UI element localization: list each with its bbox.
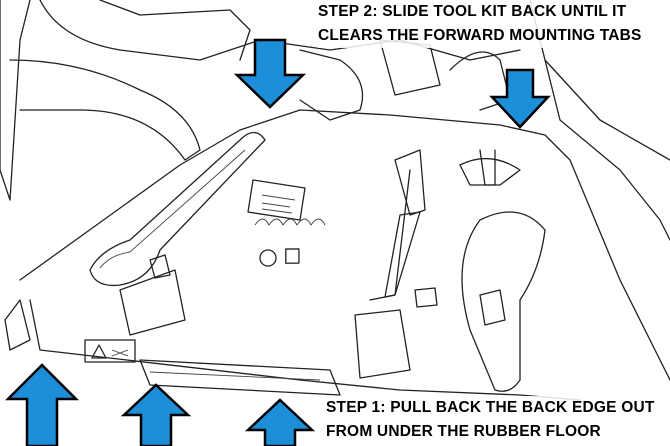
tool-kit-tray: [4, 109, 670, 401]
step-1-caption: STEP 1: PULL BACK THE BACK EDGE OUT FROM…: [326, 396, 655, 444]
vehicle-interior-outline: [0, 0, 670, 241]
arrow-up-icon: [244, 398, 316, 446]
step-2-line-1: STEP 2: SLIDE TOOL KIT BACK UNTIL IT: [318, 3, 627, 20]
step-2-caption: STEP 2: SLIDE TOOL KIT BACK UNTIL IT CLE…: [318, 0, 642, 48]
arrow-up-icon: [4, 363, 80, 446]
tool-icon: [111, 349, 129, 357]
arrow-down-icon: [233, 38, 307, 109]
step-1-line-2: FROM UNDER THE RUBBER FLOOR: [326, 423, 601, 440]
arrow-up-icon: [120, 383, 192, 446]
step-2-line-2: CLEARS THE FORWARD MOUNTING TABS: [318, 27, 642, 44]
warning-icon: [84, 339, 136, 363]
arrow-down-icon: [489, 68, 551, 129]
step-1-line-1: STEP 1: PULL BACK THE BACK EDGE OUT: [326, 399, 655, 416]
